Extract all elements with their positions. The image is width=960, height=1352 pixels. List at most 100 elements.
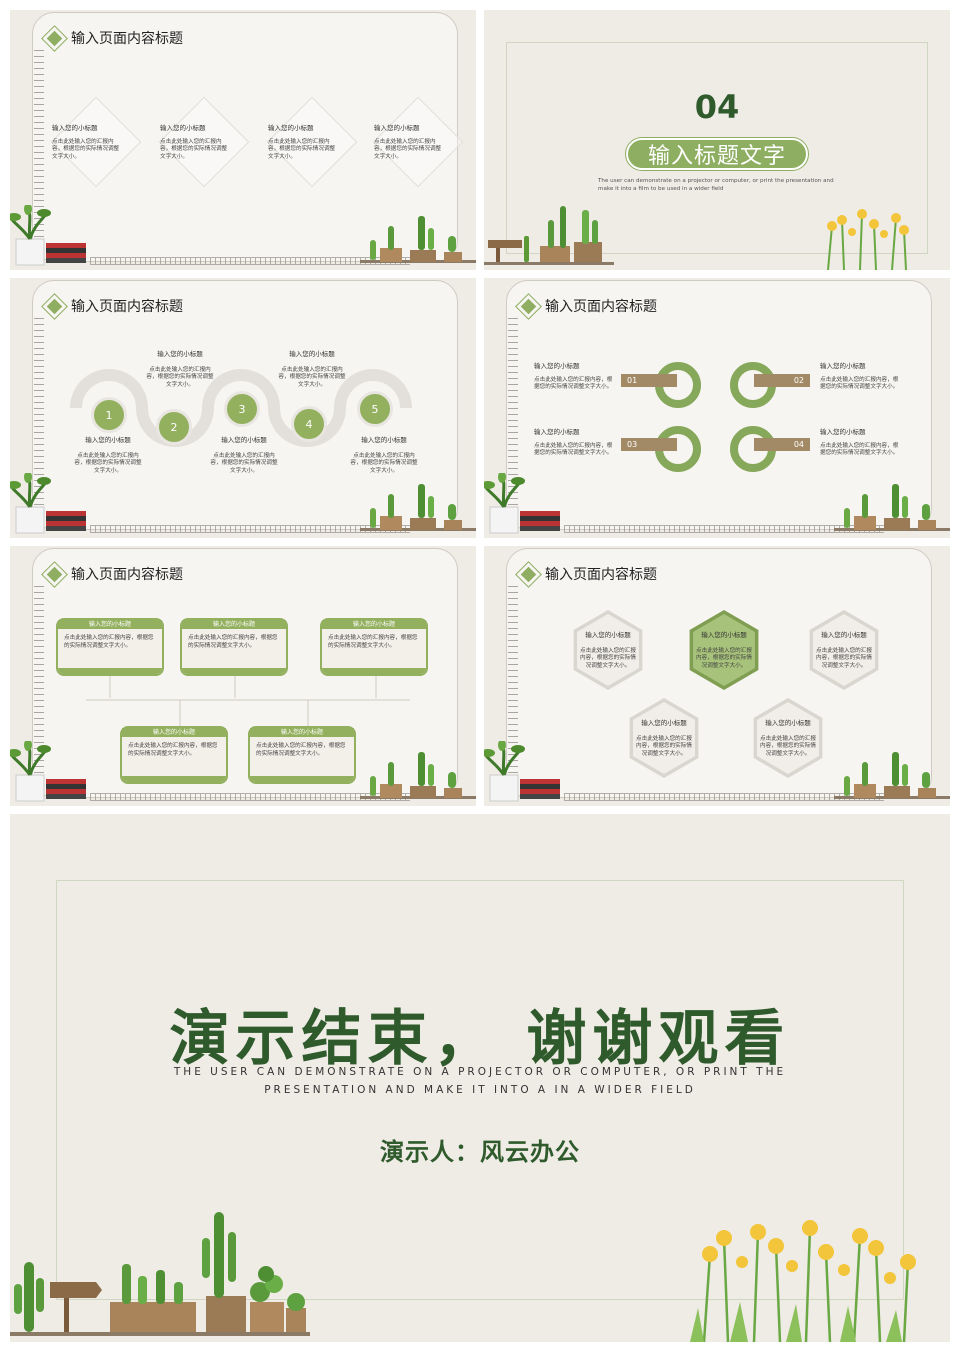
hex-body: 点击此处输入您的汇报内容，根据您的实际情况调整文字大小。 [696,647,752,669]
tab-02: 02 [754,374,810,387]
info-box-1: 输入您的小标题 点击此处输入您的汇报内容，根据您的实际情况调整文字大小。 [56,618,164,676]
thin-frame [506,42,928,254]
block-body: 点击此处输入您的汇报内容，根据您的实际情况调整文字大小。 [534,376,613,391]
hex-subtitle: 输入您的小标题 [641,719,687,727]
ruler-strip [90,793,410,801]
section-number: 04 [694,88,740,126]
tab-01: 01 [621,374,677,387]
block-subtitle: 输入您的小标题 [221,436,267,444]
diamond-icon [41,560,68,588]
block-subtitle: 输入您的小标题 [534,428,580,436]
notebook-spiral [508,586,518,786]
text-block: 输入您的小标题 点击此处输入您的汇报内容，根据您的实际情况调整文字大小。 [374,124,446,161]
potted-plant-books-illustration [10,473,86,534]
notebook-spiral [34,586,44,786]
box-body: 点击此处输入您的汇报内容，根据您的实际情况调整文字大小。 [188,635,278,649]
box-body: 点击此处输入您的汇报内容，根据您的实际情况调整文字大小。 [64,635,154,649]
slide-1[interactable]: 输入页面内容标题 输入您的小标题 点击此处输入您的汇报内容，根据您的实际情况调整… [10,10,476,270]
ruler-strip [564,525,884,533]
box-title: 输入您的小标题 [250,728,354,737]
potted-plant-books-illustration [10,205,86,266]
block-body: 点击此处输入您的汇报内容，根据您的实际情况调整文字大小。 [374,138,442,160]
diamond-icon [41,292,68,320]
box-body: 点击此处输入您的汇报内容，根据您的实际情况调整文字大小。 [128,743,218,757]
info-box-4: 输入您的小标题 点击此处输入您的汇报内容，根据您的实际情况调整文字大小。 [120,726,228,784]
tab-label: 02 [793,376,804,385]
presenter: 演示人：风云办公 [380,1138,580,1166]
cactus-garden-illustration [10,1212,310,1336]
text-block: 输入您的小标题 点击此处输入您的汇报内容，根据您的实际情况调整文字大小。 [52,124,124,161]
box-body: 点击此处输入您的汇报内容，根据您的实际情况调整文字大小。 [328,635,418,649]
step-2-circle: 2 [156,409,192,445]
diamond-icon [515,560,542,588]
info-box-3: 输入您的小标题 点击此处输入您的汇报内容，根据您的实际情况调整文字大小。 [320,618,428,676]
slide-4[interactable]: 输入页面内容标题 01 02 03 04 输入您的小标题 点击此处输入您的汇报内… [484,278,950,538]
box-title: 输入您的小标题 [58,620,162,629]
block-subtitle: 输入您的小标题 [157,350,203,358]
potted-plant-books-illustration [10,741,86,802]
tab-03: 03 [621,438,677,451]
notebook-paper [32,12,458,262]
slide-7-ending[interactable]: 演示结束， 谢谢观看 THE USER CAN DEMONSTRATE ON A… [10,814,950,1342]
hex-subtitle: 输入您的小标题 [701,631,747,639]
step-number: 5 [371,402,379,416]
ruler-strip [564,793,884,801]
page-title: 输入页面内容标题 [545,299,657,315]
text-block-01: 输入您的小标题 点击此处输入您的汇报内容，根据您的实际情况调整文字大小。 [534,362,614,392]
thin-frame [56,880,904,1300]
text-block-03: 输入您的小标题 点击此处输入您的汇报内容，根据您的实际情况调整文字大小。 [534,428,614,458]
block-body: 点击此处输入您的汇报内容，根据您的实际情况调整文字大小。 [52,138,120,160]
hex-subtitle: 输入您的小标题 [585,631,631,639]
step-number: 1 [105,408,113,422]
text-block: 输入您的小标题 点击此处输入您的汇报内容，根据您的实际情况调整文字大小。 [268,124,340,161]
slide-6[interactable]: 输入页面内容标题 输入您的小标题点击此处输入您的汇报内容，根据您的实际情况调整文… [484,546,950,806]
block-body: 点击此处输入您的汇报内容，根据您的实际情况调整文字大小。 [74,452,142,474]
yellow-flowers-illustration [827,209,909,270]
step-4-circle: 4 [291,406,327,442]
notebook-spiral [508,318,518,518]
hex-body: 点击此处输入您的汇报内容，根据您的实际情况调整文字大小。 [816,647,872,669]
page-title: 输入页面内容标题 [71,567,183,583]
hex-subtitle: 输入您的小标题 [821,631,867,639]
text-block-top-2: 输入您的小标题 点击此处输入您的汇报内容，根据您的实际情况调整文字大小。 [276,350,348,389]
step-number: 4 [305,417,313,431]
text-block-bottom-1: 输入您的小标题 点击此处输入您的汇报内容，根据您的实际情况调整文字大小。 [72,436,144,475]
cactus-pots-illustration [360,752,476,799]
text-block-02: 输入您的小标题 点击此处输入您的汇报内容，根据您的实际情况调整文字大小。 [820,362,900,392]
slide-2-section[interactable]: 04 输入标题文字 The user can demonstrate on a … [484,10,950,270]
block-body: 点击此处输入您的汇报内容，根据您的实际情况调整文字大小。 [534,442,613,457]
step-1-circle: 1 [91,397,127,433]
text-block-bottom-2: 输入您的小标题 点击此处输入您的汇报内容，根据您的实际情况调整文字大小。 [208,436,280,475]
wave-path [70,369,412,447]
cactus-pots-illustration [834,752,950,799]
hex-body: 点击此处输入您的汇报内容，根据您的实际情况调整文字大小。 [760,735,816,757]
text-block-04: 输入您的小标题 点击此处输入您的汇报内容，根据您的实际情况调整文字大小。 [820,428,900,458]
block-body: 点击此处输入您的汇报内容，根据您的实际情况调整文字大小。 [210,452,278,474]
notebook-spiral [34,50,44,250]
ending-english-line-1: THE USER CAN DEMONSTRATE ON A PROJECTOR … [173,1066,787,1078]
block-subtitle: 输入您的小标题 [160,124,206,132]
block-body: 点击此处输入您的汇报内容，根据您的实际情况调整文字大小。 [146,366,214,388]
potted-plant-books-illustration [484,473,560,534]
box-body: 点击此处输入您的汇报内容，根据您的实际情况调整文字大小。 [256,743,346,757]
page-header: 输入页面内容标题 [41,560,183,588]
hex-body: 点击此处输入您的汇报内容，根据您的实际情况调整文字大小。 [636,735,692,757]
block-subtitle: 输入您的小标题 [85,436,131,444]
block-body: 点击此处输入您的汇报内容，根据您的实际情况调整文字大小。 [268,138,336,160]
tab-label: 04 [793,440,804,449]
box-title: 输入您的小标题 [322,620,426,629]
text-block: 输入您的小标题 点击此处输入您的汇报内容，根据您的实际情况调整文字大小。 [160,124,232,161]
tree-connector-lines [86,674,410,726]
hexagon-3: 输入您的小标题点击此处输入您的汇报内容，根据您的实际情况调整文字大小。 [809,610,879,690]
ending-english-line-2: PRESENTATION AND MAKE IT INTO A IN A WID… [264,1084,696,1096]
slide-5[interactable]: 输入页面内容标题 输入您的小标题 点击此处输入您的汇报内容，根据您的实际情况调整… [10,546,476,806]
step-3-circle: 3 [224,391,260,427]
block-body: 点击此处输入您的汇报内容，根据您的实际情况调整文字大小。 [160,138,228,160]
yellow-flowers-illustration [690,1220,916,1342]
notebook-spiral [34,318,44,518]
diamond-icon [41,24,68,52]
info-box-2: 输入您的小标题 点击此处输入您的汇报内容，根据您的实际情况调整文字大小。 [180,618,288,676]
slide-3[interactable]: 输入页面内容标题 1 2 3 4 5 输入您的小标题 点击此处输入您的汇报内容，… [10,278,476,538]
cactus-pots-illustration [360,484,476,531]
block-subtitle: 输入您的小标题 [52,124,98,132]
